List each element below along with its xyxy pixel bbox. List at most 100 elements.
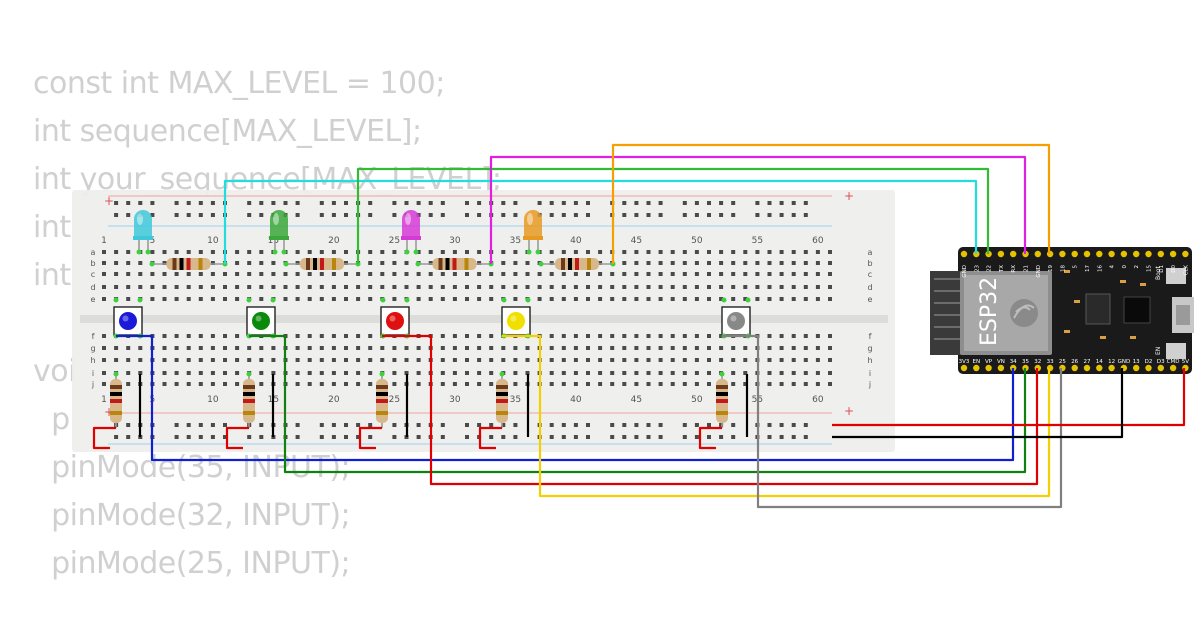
breadboard-hole[interactable] bbox=[223, 334, 227, 338]
breadboard-hole[interactable] bbox=[392, 261, 397, 265]
rail-hole[interactable] bbox=[392, 435, 397, 439]
breadboard-hole[interactable] bbox=[223, 297, 227, 301]
rail-hole[interactable] bbox=[126, 423, 131, 427]
header-pin-bottom[interactable] bbox=[1083, 364, 1091, 372]
rail-hole[interactable] bbox=[477, 423, 482, 427]
breadboard-hole[interactable] bbox=[828, 285, 832, 289]
breadboard-hole[interactable] bbox=[307, 297, 312, 301]
breadboard-hole[interactable] bbox=[295, 382, 300, 386]
breadboard-hole[interactable] bbox=[755, 285, 760, 289]
breadboard-hole[interactable] bbox=[707, 272, 711, 276]
breadboard-hole[interactable] bbox=[598, 334, 603, 338]
breadboard-hole[interactable] bbox=[501, 285, 506, 289]
breadboard-hole[interactable] bbox=[828, 334, 832, 338]
rail-hole[interactable] bbox=[392, 423, 397, 427]
breadboard-hole[interactable] bbox=[344, 371, 348, 375]
rail-hole[interactable] bbox=[779, 435, 784, 439]
breadboard-hole[interactable] bbox=[489, 358, 494, 362]
pulldown-resistor-5[interactable] bbox=[716, 371, 728, 429]
breadboard-hole[interactable] bbox=[670, 358, 675, 362]
rail-hole[interactable] bbox=[779, 213, 784, 217]
breadboard-hole[interactable] bbox=[561, 297, 566, 301]
breadboard-hole[interactable] bbox=[283, 272, 288, 276]
breadboard-hole[interactable] bbox=[537, 272, 542, 276]
breadboard-hole[interactable] bbox=[428, 297, 433, 301]
rail-hole[interactable] bbox=[731, 435, 736, 439]
breadboard-hole[interactable] bbox=[210, 285, 215, 289]
breadboard-hole[interactable] bbox=[610, 334, 615, 338]
rail-hole[interactable] bbox=[440, 213, 445, 217]
breadboard-hole[interactable] bbox=[586, 371, 590, 375]
rail-hole[interactable] bbox=[126, 201, 131, 205]
rail-hole[interactable] bbox=[646, 423, 651, 427]
breadboard-hole[interactable] bbox=[573, 382, 578, 386]
breadboard-hole[interactable] bbox=[489, 382, 494, 386]
breadboard-hole[interactable] bbox=[368, 261, 373, 265]
breadboard-hole[interactable] bbox=[138, 261, 143, 265]
rail-hole[interactable] bbox=[573, 435, 578, 439]
breadboard-hole[interactable] bbox=[670, 250, 675, 254]
breadboard-hole[interactable] bbox=[440, 285, 445, 289]
breadboard-hole[interactable] bbox=[380, 272, 385, 276]
breadboard-hole[interactable] bbox=[682, 285, 687, 289]
breadboard-hole[interactable] bbox=[235, 382, 240, 386]
rail-hole[interactable] bbox=[319, 213, 324, 217]
breadboard-hole[interactable] bbox=[489, 285, 494, 289]
breadboard-hole[interactable] bbox=[102, 272, 106, 276]
breadboard-hole[interactable] bbox=[259, 346, 264, 350]
breadboard-hole[interactable] bbox=[174, 250, 179, 254]
breadboard-hole[interactable] bbox=[694, 358, 699, 362]
breadboard-hole[interactable] bbox=[186, 297, 191, 301]
breadboard-hole[interactable] bbox=[392, 346, 397, 350]
breadboard-hole[interactable] bbox=[779, 250, 784, 254]
breadboard-hole[interactable] bbox=[150, 272, 155, 276]
breadboard-hole[interactable] bbox=[573, 297, 578, 301]
breadboard-hole[interactable] bbox=[428, 261, 433, 265]
breadboard-hole[interactable] bbox=[380, 285, 385, 289]
breadboard-hole[interactable] bbox=[815, 382, 820, 386]
breadboard-hole[interactable] bbox=[682, 371, 687, 375]
rail-hole[interactable] bbox=[392, 201, 397, 205]
breadboard-hole[interactable] bbox=[319, 358, 324, 362]
breadboard-hole[interactable] bbox=[658, 382, 663, 386]
rail-hole[interactable] bbox=[755, 213, 760, 217]
breadboard-hole[interactable] bbox=[586, 272, 590, 276]
rail-hole[interactable] bbox=[223, 423, 227, 427]
breadboard-hole[interactable] bbox=[682, 334, 687, 338]
breadboard-hole[interactable] bbox=[610, 285, 615, 289]
breadboard-hole[interactable] bbox=[150, 285, 155, 289]
breadboard-hole[interactable] bbox=[392, 358, 397, 362]
breadboard-hole[interactable] bbox=[477, 346, 482, 350]
breadboard-hole[interactable] bbox=[440, 297, 445, 301]
breadboard-hole[interactable] bbox=[416, 346, 421, 350]
wire-black-gnd[interactable] bbox=[832, 368, 1124, 439]
breadboard-hole[interactable] bbox=[416, 250, 421, 254]
rail-hole[interactable] bbox=[368, 213, 373, 217]
rail-hole[interactable] bbox=[344, 213, 348, 217]
breadboard-hole[interactable] bbox=[598, 358, 603, 362]
breadboard-hole[interactable] bbox=[368, 250, 373, 254]
resistor-led-magenta[interactable] bbox=[415, 258, 494, 270]
breadboard-hole[interactable] bbox=[210, 272, 215, 276]
breadboard-hole[interactable] bbox=[162, 261, 167, 265]
breadboard-hole[interactable] bbox=[646, 250, 651, 254]
breadboard-hole[interactable] bbox=[416, 382, 421, 386]
breadboard-hole[interactable] bbox=[743, 371, 748, 375]
breadboard-hole[interactable] bbox=[126, 297, 131, 301]
breadboard-hole[interactable] bbox=[295, 371, 300, 375]
rail-hole[interactable] bbox=[755, 201, 760, 205]
breadboard-hole[interactable] bbox=[815, 334, 820, 338]
header-pin-bottom[interactable] bbox=[1157, 364, 1165, 372]
breadboard-hole[interactable] bbox=[598, 371, 603, 375]
header-pin-top[interactable] bbox=[960, 250, 968, 258]
breadboard-hole[interactable] bbox=[102, 371, 106, 375]
breadboard-hole[interactable] bbox=[235, 371, 240, 375]
breadboard-hole[interactable] bbox=[368, 334, 373, 338]
breadboard-hole[interactable] bbox=[440, 334, 445, 338]
breadboard-hole[interactable] bbox=[573, 358, 578, 362]
rail-hole[interactable] bbox=[344, 423, 348, 427]
breadboard-hole[interactable] bbox=[549, 272, 554, 276]
pulldown-resistor-1[interactable] bbox=[110, 371, 122, 429]
rail-hole[interactable] bbox=[114, 201, 119, 205]
breadboard-hole[interactable] bbox=[707, 334, 711, 338]
